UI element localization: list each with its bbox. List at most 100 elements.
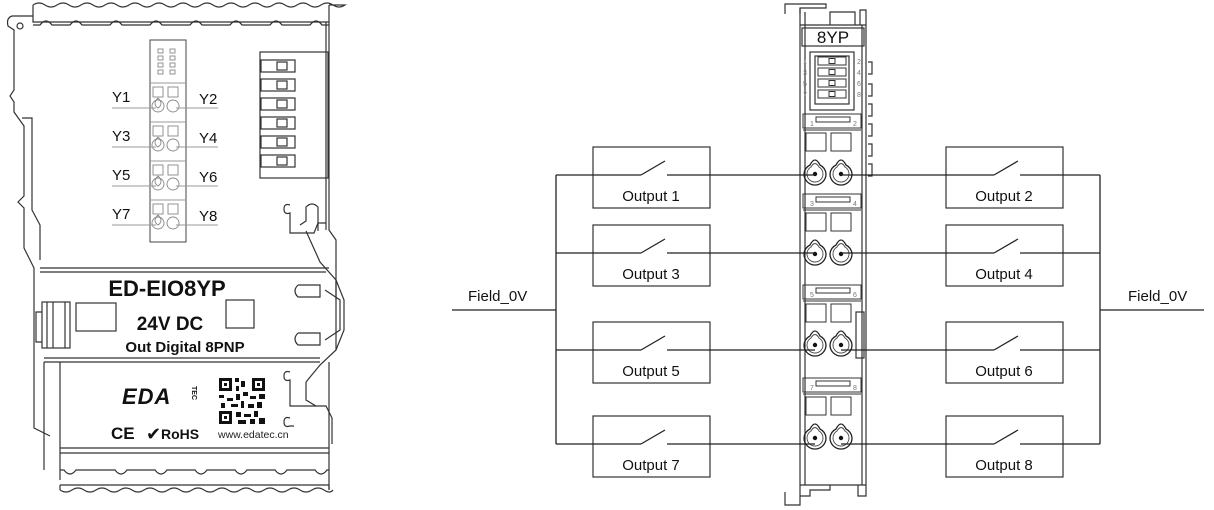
output-label: Output 8	[975, 457, 1033, 474]
voltage-rating: 24V DC	[137, 314, 204, 335]
terminal-label: Y3	[112, 128, 130, 145]
spring-clamp	[803, 423, 827, 450]
switch-icon	[993, 160, 1019, 176]
output-8: Output 8	[841, 415, 1100, 478]
spring-clamp	[803, 239, 827, 266]
terminal-clamp	[151, 138, 165, 152]
left-bus-label: Field_0V	[468, 288, 527, 305]
terminal-window	[152, 125, 164, 137]
terminal-window	[152, 164, 164, 176]
wire-entry	[830, 396, 852, 416]
output-box	[592, 224, 711, 287]
led-number: 5	[803, 81, 807, 88]
model-name: ED-EIO8YP	[108, 276, 225, 301]
brand-suffix: TEC	[190, 386, 197, 400]
switch-icon	[993, 429, 1019, 445]
terminal-clamp	[151, 99, 165, 113]
output-label: Output 6	[975, 363, 1033, 380]
output-5: Output 5	[556, 321, 815, 384]
switch-icon	[640, 160, 666, 176]
terminal-window	[167, 164, 179, 176]
terminal-window	[167, 86, 179, 98]
brand-logo: EDA TEC	[122, 384, 197, 409]
terminal-window	[167, 125, 179, 137]
output-box	[592, 321, 711, 384]
check-icon: ✔	[146, 424, 161, 444]
clamp-contact	[812, 342, 818, 348]
led-slot	[817, 89, 847, 99]
terminal-label: Y7	[112, 206, 130, 223]
terminal-clamp	[166, 138, 180, 152]
release-bar	[815, 380, 851, 387]
wire-entry	[830, 303, 852, 323]
spring-clamp	[829, 330, 853, 357]
module-description: Out Digital 8PNP	[125, 339, 244, 356]
slot-number: 8	[853, 385, 857, 392]
slot-number: 1	[810, 121, 814, 128]
clamp-contact	[812, 435, 818, 441]
ce-mark: CE	[111, 424, 135, 443]
wire-entry	[830, 132, 852, 152]
website-url: www.edatec.cn	[217, 429, 289, 441]
led-number: 2	[857, 59, 861, 66]
switch-icon	[993, 335, 1019, 351]
terminal-clamp	[151, 177, 165, 191]
wiring-layer: Field_0V Field_0V Output 1 Output 2 Output…	[452, 146, 1204, 478]
switch-icon	[640, 335, 666, 351]
release-bar	[815, 196, 851, 203]
slot-number: 6	[853, 292, 857, 299]
terminal-window	[167, 203, 179, 215]
output-box	[945, 321, 1064, 384]
output-label: Output 3	[622, 266, 680, 283]
release-bar	[815, 287, 851, 294]
terminal-label: Y2	[199, 91, 217, 108]
right-bus-label: Field_0V	[1128, 288, 1187, 305]
slot-number: 3	[810, 201, 814, 208]
terminal-clamp	[154, 214, 162, 226]
terminal-window	[152, 203, 164, 215]
spring-clamp	[829, 239, 853, 266]
spring-clamp	[803, 159, 827, 186]
label-window-right	[225, 299, 255, 329]
release-slot	[802, 377, 862, 393]
terminal-label: Y6	[199, 169, 217, 186]
wire-entry	[805, 212, 827, 232]
terminal-clamp	[154, 136, 162, 148]
switch-icon	[640, 429, 666, 445]
output-box	[945, 224, 1064, 287]
terminal-window	[152, 86, 164, 98]
output-3: Output 3	[556, 224, 815, 287]
terminal-label: Y4	[199, 130, 217, 147]
led-indicator	[828, 58, 836, 64]
output-label: Output 1	[622, 188, 680, 205]
wire-entry	[805, 303, 827, 323]
led-slot	[817, 78, 847, 88]
output-label: Output 7	[622, 457, 680, 474]
output-box	[945, 146, 1064, 209]
led-number: 1	[803, 59, 807, 66]
output-2: Output 2	[841, 146, 1100, 209]
wire-entry	[830, 212, 852, 232]
terminal-label: Y1	[112, 89, 130, 106]
output-1: Output 1	[556, 146, 815, 209]
terminal-label: Y5	[112, 167, 130, 184]
terminal-block	[149, 39, 187, 243]
terminal-clamp	[166, 177, 180, 191]
led-number: 7	[803, 92, 807, 99]
release-slot	[802, 113, 862, 129]
led-slot	[817, 67, 847, 77]
side-connector-array	[260, 59, 296, 168]
release-slot	[802, 284, 862, 300]
brand-name: EDA	[122, 384, 171, 409]
output-4: Output 4	[841, 224, 1100, 287]
led-number: 4	[857, 70, 861, 77]
output-box	[945, 415, 1064, 478]
release-slot	[802, 193, 862, 209]
led-indicator	[828, 91, 836, 97]
switch-icon	[993, 238, 1019, 254]
output-label: Output 2	[975, 188, 1033, 205]
